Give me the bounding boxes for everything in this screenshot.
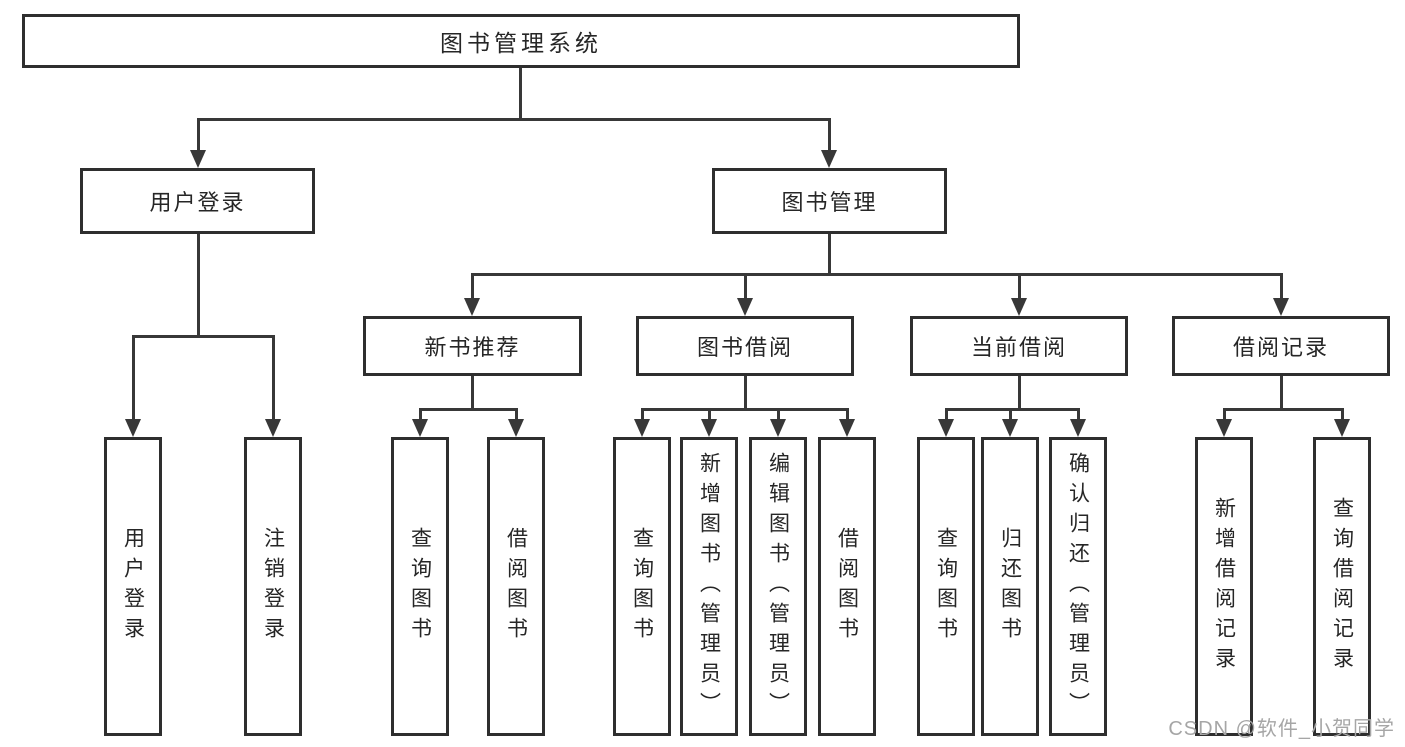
- leaf-query-borrow-record: 查询借阅记录: [1313, 437, 1371, 736]
- connector-arrowhead: [1334, 419, 1350, 437]
- connector-segment: [944, 408, 1080, 411]
- connector-arrowhead: [265, 419, 281, 437]
- leaf-query-books-current: 查询图书: [917, 437, 975, 736]
- leaf-edit-book-admin: 编辑图书（管理员）: [749, 437, 807, 736]
- connector-arrowhead: [821, 150, 837, 168]
- connector-segment: [743, 273, 747, 302]
- connector-segment: [470, 376, 474, 411]
- connector-segment: [1279, 273, 1283, 302]
- node-label: 借阅记录: [1232, 335, 1329, 360]
- connector-arrowhead: [737, 298, 753, 316]
- connector-arrowhead: [1273, 298, 1289, 316]
- connector-segment: [196, 118, 200, 154]
- connector-segment: [845, 408, 849, 423]
- node-label: 借阅图书: [504, 526, 528, 647]
- connector-segment: [1076, 408, 1080, 423]
- node-label: 图书管理: [781, 190, 878, 215]
- connector-arrowhead: [125, 419, 141, 437]
- connector-segment: [1017, 273, 1021, 302]
- connector-segment: [514, 408, 518, 423]
- connector-arrowhead: [464, 298, 480, 316]
- leaf-add-book-admin: 新增图书（管理员）: [680, 437, 738, 736]
- node-label: 新增借阅记录: [1212, 496, 1236, 677]
- node-label: 归还图书: [998, 526, 1022, 647]
- connector-segment: [1222, 408, 1226, 423]
- node-label: 用户登录: [121, 526, 145, 647]
- leaf-query-books-recommend: 查询图书: [391, 437, 449, 736]
- node-label: 查询借阅记录: [1330, 496, 1354, 677]
- connector-segment: [827, 234, 831, 276]
- connector-segment: [640, 408, 849, 411]
- node-label: 借阅图书: [835, 526, 859, 647]
- connector-segment: [271, 335, 275, 423]
- connector-segment: [707, 408, 711, 423]
- node-label: 查询图书: [934, 526, 958, 647]
- connector-segment: [470, 273, 474, 302]
- node-current-borrow: 当前借阅: [910, 316, 1128, 376]
- connector-segment: [418, 408, 518, 411]
- connector-segment: [418, 408, 422, 423]
- node-book-management: 图书管理: [712, 168, 947, 234]
- node-new-book-recommend: 新书推荐: [363, 316, 582, 376]
- connector-segment: [196, 118, 831, 121]
- connector-segment: [1017, 376, 1021, 411]
- connector-segment: [1008, 408, 1012, 423]
- node-label: 图书借阅: [696, 335, 793, 360]
- leaf-add-borrow-record: 新增借阅记录: [1195, 437, 1253, 736]
- node-label: 新书推荐: [424, 335, 521, 360]
- connector-arrowhead: [938, 419, 954, 437]
- node-label: 注销登录: [261, 526, 285, 647]
- node-system-root: 图书管理系统: [22, 14, 1020, 68]
- node-label: 确认归还（管理员）: [1066, 451, 1090, 722]
- connector-segment: [827, 118, 831, 154]
- connector-segment: [1222, 408, 1344, 411]
- connector-arrowhead: [839, 419, 855, 437]
- connector-segment: [1279, 376, 1283, 411]
- node-label: 当前借阅: [970, 335, 1067, 360]
- leaf-logout: 注销登录: [244, 437, 302, 736]
- node-label: 新增图书（管理员）: [697, 451, 721, 722]
- leaf-return-book: 归还图书: [981, 437, 1039, 736]
- connector-segment: [1340, 408, 1344, 423]
- connector-arrowhead: [412, 419, 428, 437]
- connector-segment: [743, 376, 747, 411]
- connector-arrowhead: [701, 419, 717, 437]
- connector-arrowhead: [508, 419, 524, 437]
- connector-arrowhead: [1011, 298, 1027, 316]
- connector-segment: [776, 408, 780, 423]
- node-label: 编辑图书（管理员）: [766, 451, 790, 722]
- leaf-borrow-books: 借阅图书: [818, 437, 876, 736]
- connector-segment: [640, 408, 644, 423]
- connector-segment: [518, 68, 522, 121]
- node-user-login: 用户登录: [80, 168, 315, 234]
- leaf-borrow-books-recommend: 借阅图书: [487, 437, 545, 736]
- node-borrow-records: 借阅记录: [1172, 316, 1390, 376]
- leaf-confirm-return-admin: 确认归还（管理员）: [1049, 437, 1107, 736]
- node-label: 用户登录: [149, 190, 246, 215]
- node-book-borrow: 图书借阅: [636, 316, 854, 376]
- connector-segment: [131, 335, 275, 338]
- node-label: 查询图书: [630, 526, 654, 647]
- connector-arrowhead: [1002, 419, 1018, 437]
- connector-arrowhead: [634, 419, 650, 437]
- node-label: 图书管理系统: [440, 30, 602, 56]
- connector-arrowhead: [1070, 419, 1086, 437]
- connector-arrowhead: [190, 150, 206, 168]
- node-label: 查询图书: [408, 526, 432, 647]
- connector-segment: [470, 273, 1283, 276]
- connector-segment: [944, 408, 948, 423]
- leaf-user-login: 用户登录: [104, 437, 162, 736]
- connector-segment: [131, 335, 135, 423]
- connector-arrowhead: [1216, 419, 1232, 437]
- watermark: CSDN @软件_小贺同学: [1168, 718, 1395, 740]
- connector-segment: [196, 234, 200, 338]
- connector-arrowhead: [770, 419, 786, 437]
- leaf-query-books-borrow: 查询图书: [613, 437, 671, 736]
